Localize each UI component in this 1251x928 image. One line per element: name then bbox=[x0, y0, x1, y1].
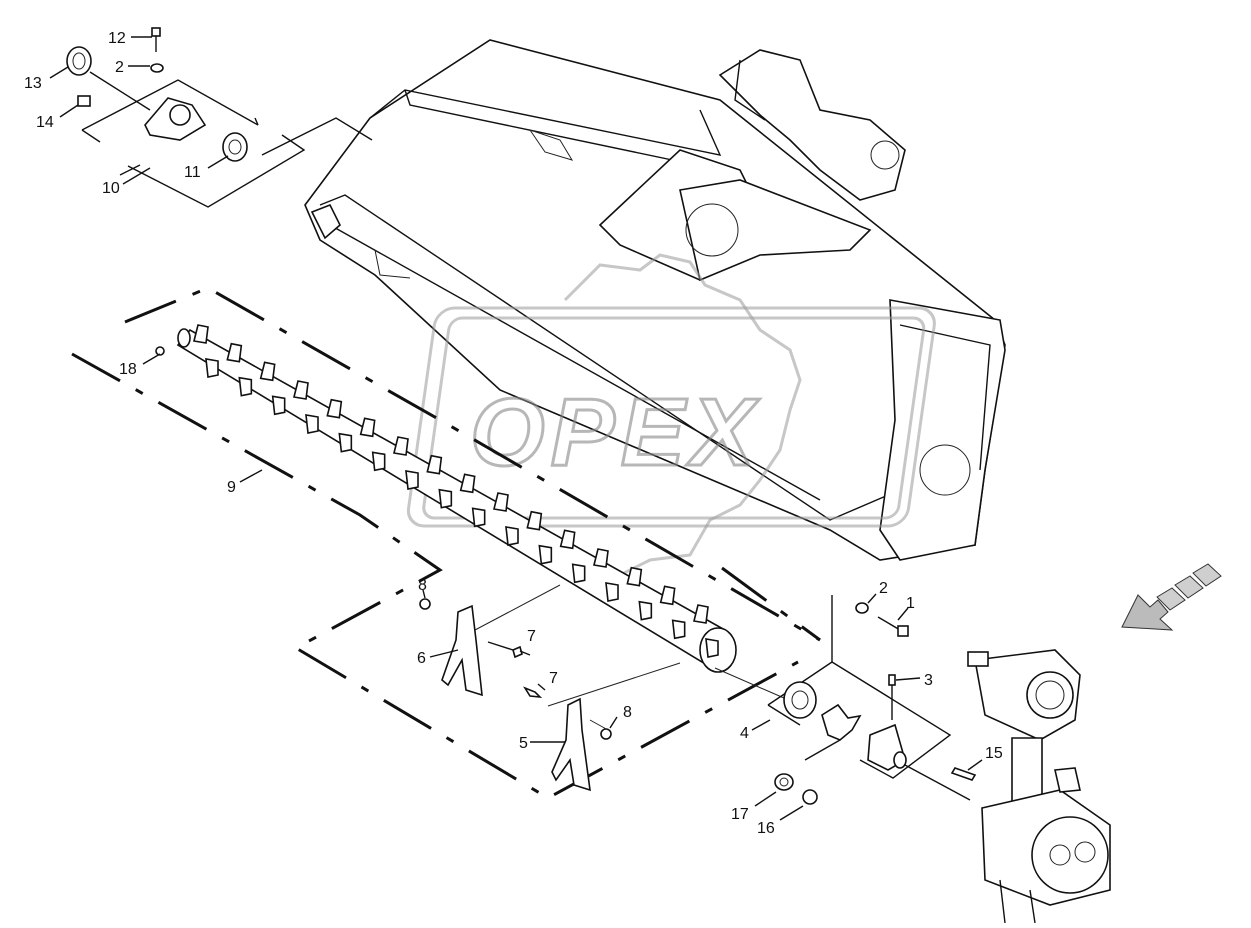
callout-10: 10 bbox=[102, 180, 120, 197]
leader-lines bbox=[474, 584, 801, 731]
flail-holder bbox=[271, 395, 286, 416]
callout-leaders bbox=[49, 36, 983, 821]
flail-holder bbox=[193, 324, 209, 344]
flail-holder bbox=[559, 529, 576, 550]
callout-2: 2 bbox=[115, 59, 124, 76]
flail-holder bbox=[393, 436, 409, 456]
callout-4: 4 bbox=[740, 725, 749, 742]
flail-holders bbox=[193, 324, 719, 658]
callout-18: 18 bbox=[119, 361, 137, 378]
bearing-group-10 bbox=[66, 27, 373, 208]
callout-1: 1 bbox=[906, 595, 915, 612]
flail-holder bbox=[526, 510, 543, 531]
callout-13: 13 bbox=[24, 75, 42, 92]
callout-16: 16 bbox=[757, 820, 775, 837]
direction-arrow-icon bbox=[1121, 563, 1222, 631]
callout-6: 6 bbox=[417, 650, 426, 667]
callout-labels: 12 2 13 14 11 10 18 9 8 7 6 7 8 5 2 1 3 … bbox=[24, 30, 1003, 837]
flail-holder bbox=[259, 361, 276, 382]
flail-5 bbox=[551, 697, 591, 792]
callout-3: 3 bbox=[924, 672, 933, 689]
right-gearbox bbox=[967, 649, 1111, 924]
flail-holder bbox=[226, 342, 243, 363]
callout-7: 7 bbox=[527, 628, 536, 645]
rotor-group-9 bbox=[71, 286, 821, 800]
callout-5: 5 bbox=[519, 735, 528, 752]
callout-9: 9 bbox=[227, 479, 236, 496]
flail-holder bbox=[359, 417, 376, 438]
watermark-text: OPEX bbox=[470, 379, 761, 486]
callout-8: 8 bbox=[418, 577, 427, 594]
flail-holder bbox=[605, 582, 619, 602]
flail-holder bbox=[438, 488, 453, 509]
flail-holder bbox=[338, 432, 353, 453]
flail-holder bbox=[426, 454, 443, 475]
flail-6 bbox=[441, 604, 483, 697]
flail-holder bbox=[671, 619, 686, 640]
flail-holder bbox=[493, 492, 509, 512]
flail-holder bbox=[305, 414, 319, 434]
flail-holder bbox=[571, 563, 586, 584]
flail-holder bbox=[693, 604, 709, 624]
flail-holder bbox=[205, 358, 219, 378]
callout-12: 12 bbox=[108, 30, 126, 47]
flail-holder bbox=[471, 507, 486, 528]
flail-holder bbox=[659, 585, 676, 606]
flail-holder bbox=[326, 398, 343, 419]
callout-14: 14 bbox=[36, 114, 54, 131]
callout-7: 7 bbox=[549, 670, 558, 687]
flail-holder bbox=[705, 638, 719, 658]
flail-holder bbox=[371, 451, 386, 472]
flail-holder bbox=[405, 470, 419, 490]
flail-holder bbox=[293, 380, 309, 400]
callout-8: 8 bbox=[623, 704, 632, 721]
flail-holder bbox=[626, 566, 643, 587]
callout-17: 17 bbox=[731, 806, 749, 823]
flail-holder bbox=[505, 526, 519, 546]
callout-11: 11 bbox=[184, 164, 201, 181]
coupling-group-4 bbox=[767, 595, 977, 805]
flail-holder bbox=[459, 473, 476, 494]
callout-2: 2 bbox=[879, 580, 888, 597]
flail-holder bbox=[638, 600, 653, 621]
flail-holder bbox=[593, 548, 609, 568]
flail-fasteners bbox=[155, 346, 612, 740]
flail-holder bbox=[238, 376, 253, 397]
callout-15: 15 bbox=[985, 745, 1003, 762]
flail-holder bbox=[538, 544, 553, 565]
